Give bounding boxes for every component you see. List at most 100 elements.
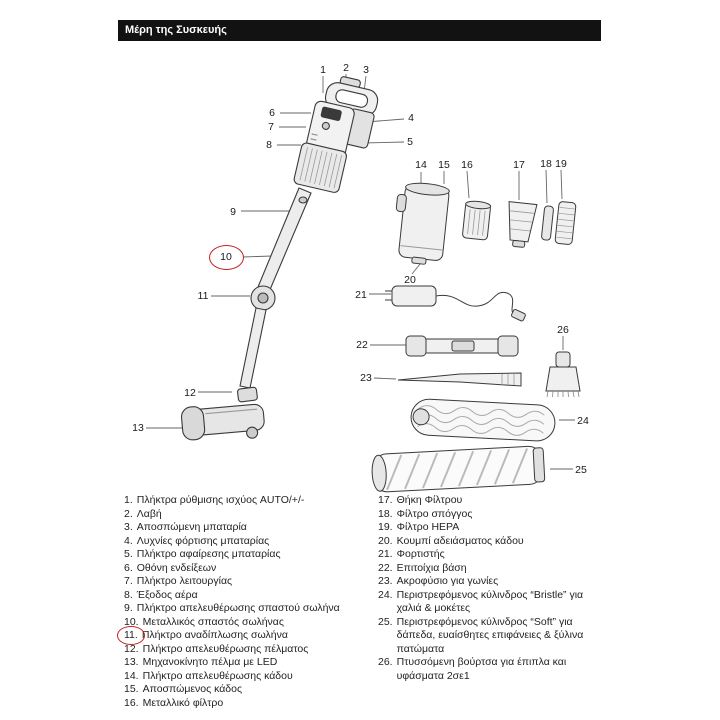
parts-list-left: 1.Πλήκτρα ρύθμισης ισχύος AUTO/+/-2.Λαβή… [117,494,370,710]
part-label: Ακροφύσιο για γωνίες [396,575,499,587]
parts-list-item: 22.Επιτοίχια βάση [378,562,590,576]
dust-bin-drawing [395,182,450,265]
part-label: Κουμπί αδειάσματος κάδου [396,534,524,547]
part-label: Πλήκτρο αφαίρεσης μπαταρίας [136,548,281,560]
accessories-drawing [371,182,581,493]
callout-number-24: 24 [577,415,589,427]
part-number: 10. [124,615,139,628]
part-number: 14. [124,669,139,682]
bin-release-drawing [395,193,407,213]
part-label: Φορτιστής [396,548,445,560]
parts-list-item: 12.Πλήκτρο απελευθέρωσης πέλματος [124,643,370,657]
callout-number-26: 26 [557,324,569,336]
part-label: Μεταλλικός σπαστός σωλήνας [142,615,284,628]
callout-number-3: 3 [363,64,369,76]
parts-list-item: 20.Κουμπί αδειάσματος κάδου [378,535,590,549]
wheel-drawing [246,426,259,439]
floor-head-drawing [180,403,265,441]
callout-number-25: 25 [575,464,587,476]
part-label: Μεταλλικό φίλτρο [142,696,224,709]
part-number: 3. [124,521,133,533]
part-number: 9. [124,602,133,614]
parts-list-item: 14.Πλήκτρο απελευθέρωσης κάδου [124,670,370,684]
callout-number-14: 14 [415,159,427,171]
part-number: 12. [124,642,139,655]
parts-list-item: 10.Μεταλλικός σπαστός σωλήνας [124,616,370,630]
part-label: Πλήκτρο απελευθέρωσης κάδου [142,669,293,682]
part-label: Λυχνίες φόρτισης μπαταρίας [136,534,270,547]
part-label: Μηχανοκίνητο πέλμα με LED [142,656,278,668]
head-connector-drawing [237,386,258,403]
charger-drawing [385,285,526,322]
callout-number-6: 6 [269,107,275,119]
part-number: 7. [124,575,133,587]
part-label: Αποσπώμενος κάδος [142,683,243,695]
callout-number-12: 12 [184,387,196,399]
parts-list-item: 7.Πλήκτρο λειτουργίας [124,575,370,589]
part-number-circled: 11. [117,626,145,644]
callout-number-17: 17 [513,159,525,171]
part-number: 26. [378,656,393,668]
callout-number-5: 5 [407,136,413,148]
two-in-one-brush-drawing [545,351,581,398]
parts-list-item: 25.Περιστρεφόμενος κύλινδρος “Soft” για … [378,616,590,657]
parts-list-item: 2.Λαβή [124,508,370,522]
part-number: 19. [378,521,393,533]
hepa-filter-drawing [554,201,577,245]
grille-lines [299,147,343,189]
parts-list-item: 1.Πλήκτρα ρύθμισης ισχύος AUTO/+/- [124,494,370,508]
bin-empty-button-drawing [411,256,427,265]
parts-list-item: 17.Θήκη Φίλτρου [378,494,590,508]
part-label: Πλήκτρο απελευθέρωσης πέλματος [142,642,309,655]
parts-list-item: 15.Αποσπώμενος κάδος [124,683,370,697]
part-label: Πτυσσόμενη βούρτσα για έπιπλα και υφάσμα… [396,656,567,682]
part-label: Πλήκτρο αναδίπλωσης σωλήνα [141,629,288,641]
crevice-nozzle-drawing [397,372,522,387]
part-number: 6. [124,561,133,574]
callout-number-2: 2 [343,62,349,74]
parts-list-item: 18.Φίλτρο σπόγγος [378,508,590,522]
part-label: Έξοδος αέρα [136,588,198,601]
part-number: 13. [124,656,139,668]
callout-number-10: 10 [209,245,244,270]
part-label: Περιστρεφόμενος κύλινδρος “Soft” για δάπ… [396,615,584,655]
part-label: Φίλτρο σπόγγος [396,507,473,520]
part-number: 16. [124,696,139,709]
parts-list-item: 5.Πλήκτρο αφαίρεσης μπαταρίας [124,548,370,562]
part-number: 5. [124,548,133,560]
part-number: 4. [124,534,133,547]
callout-number-1: 1 [320,64,326,76]
soft-roller-drawing [371,445,546,493]
part-number: 18. [378,507,393,520]
parts-list-item: 21.Φορτιστής [378,548,590,562]
part-label: Λαβή [136,507,162,520]
parts-list-item: 3.Αποσπώμενη μπαταρία [124,521,370,535]
tube-release-drawing [298,196,308,204]
handle-hole [335,89,369,108]
callout-number-4: 4 [408,112,414,124]
part-label: Επιτοίχια βάση [396,561,467,574]
wall-mount-drawing [405,335,519,357]
part-number: 2. [124,507,133,520]
fold-joint-button [257,292,269,304]
callout-number-20: 20 [404,274,416,286]
part-number: 1. [124,494,133,506]
sponge-filter-drawing [541,205,554,241]
part-label: Φίλτρο HEPA [396,521,460,533]
part-number: 17. [378,494,393,506]
parts-list-item: 24.Περιστρεφόμενος κύλινδρος “Bristle” γ… [378,589,590,616]
part-number: 21. [378,548,393,560]
parts-list-item: 6.Οθόνη ενδείξεων [124,562,370,576]
callout-number-11: 11 [197,290,209,302]
bristle-roller-drawing [410,398,556,442]
parts-list-item: 19.Φίλτρο HEPA [378,521,590,535]
filter-holder-drawing [508,201,538,248]
part-number: 24. [378,588,393,601]
part-number: 15. [124,683,139,695]
part-label: Πλήκτρο απελευθέρωσης σπαστού σωλήνα [136,602,340,614]
vacuum-main-drawing [180,76,379,441]
callout-number-18: 18 [540,158,552,170]
